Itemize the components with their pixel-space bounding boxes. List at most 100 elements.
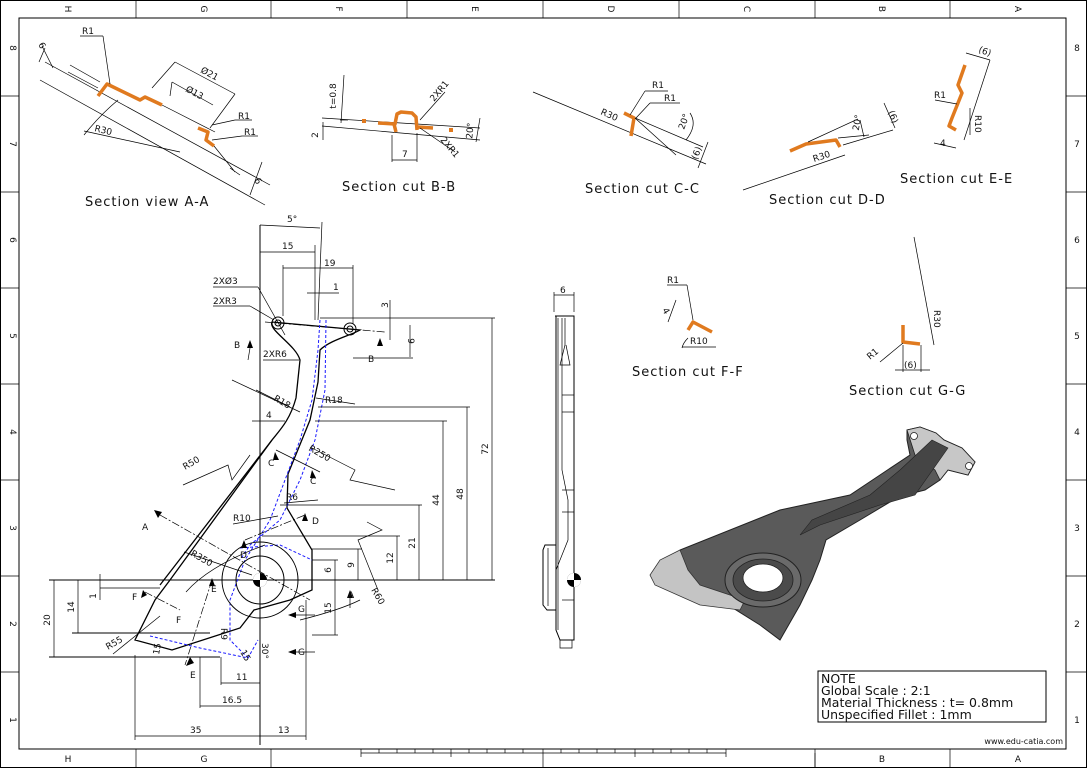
section-view-a-a: R1 6 Ø21 Ø13 R1 R1 R30 6 Section view A-… bbox=[35, 27, 271, 210]
dim-label: (6) bbox=[904, 361, 917, 371]
zone-label-top: D bbox=[605, 6, 615, 13]
scale-ruler bbox=[360, 749, 816, 768]
dim-label: 44 bbox=[432, 494, 442, 506]
dim-label: 2XR1 bbox=[429, 79, 452, 104]
callout-label: R9 bbox=[218, 628, 228, 640]
cut-label-a: A bbox=[142, 523, 149, 533]
dim-label: 9 bbox=[405, 338, 415, 344]
zone-number-right: 3 bbox=[1074, 524, 1080, 534]
dim-label: 6 bbox=[35, 41, 47, 51]
section-cut-g-g: R30 R1 (6) Section cut G-G bbox=[849, 236, 966, 399]
dim-label: R10 bbox=[972, 115, 982, 133]
section-label: Section cut B-B bbox=[342, 180, 456, 195]
section-cut-b-b: t=0.8 2XR1 2 20° 2XR1 7 Section cut B-B bbox=[311, 74, 481, 195]
dim-label: R30 bbox=[93, 124, 113, 138]
dim-label: 35 bbox=[190, 726, 201, 736]
dim-label: 30° bbox=[259, 643, 269, 659]
dim-label: 20 bbox=[43, 614, 53, 626]
dim-label: R1 bbox=[244, 128, 256, 138]
section-label: Section cut E-E bbox=[900, 172, 1013, 187]
dim-label: R1 bbox=[667, 276, 679, 286]
zone-number-left: 3 bbox=[7, 525, 17, 531]
dim-label: 21 bbox=[408, 537, 418, 548]
dim-label: 72 bbox=[481, 443, 491, 454]
dim-label: 2XR1 bbox=[438, 136, 461, 161]
dim-label: R1 bbox=[664, 94, 676, 104]
callout-label: R10 bbox=[233, 514, 251, 524]
dim-label: 7 bbox=[402, 150, 408, 160]
dim-label: 5° bbox=[287, 215, 297, 225]
dim-label: 1 bbox=[89, 593, 99, 599]
section-label: Section view A-A bbox=[85, 195, 209, 210]
dim-label: 4 bbox=[659, 307, 671, 317]
callout-label: R50 bbox=[182, 455, 203, 473]
zone-number-right: 1 bbox=[1074, 716, 1080, 726]
callout-label: 2XR3 bbox=[213, 297, 237, 307]
zone-label-top: H bbox=[62, 6, 72, 13]
callout-label: R350 bbox=[189, 549, 215, 570]
cut-label-b: B bbox=[368, 355, 374, 365]
callout-label: R18 bbox=[325, 396, 343, 406]
zone-number-right: 2 bbox=[1074, 620, 1080, 630]
section-cut-e-e: (6) R1 R10 4 Section cut E-E bbox=[900, 45, 1013, 187]
cut-label-d: D bbox=[312, 517, 319, 527]
dim-label: 16.5 bbox=[222, 696, 242, 706]
dim-label: R30 bbox=[931, 310, 941, 328]
cut-label-c: C bbox=[268, 459, 274, 469]
note-title: NOTE bbox=[821, 671, 856, 686]
dim-label: 4 bbox=[266, 411, 272, 421]
cut-label-f: F bbox=[132, 593, 137, 603]
section-cut-f-f: R1 4 R10 Section cut F-F bbox=[632, 276, 744, 380]
callout-label: R6 bbox=[286, 493, 298, 503]
zone-label-top: G bbox=[198, 6, 208, 13]
note-line: Unspecified Fillet : 1mm bbox=[821, 707, 972, 722]
zone-label-bottom: H bbox=[65, 755, 72, 765]
section-cut-d-d: (6) 20° R30 Section cut D-D bbox=[742, 102, 899, 208]
dim-label: R1 bbox=[866, 347, 882, 362]
note-line: Material Thickness : t= 0.8mm bbox=[821, 695, 1013, 710]
dim-label: 13 bbox=[278, 726, 289, 736]
note-box: NOTE Global Scale : 2:1 Material Thickne… bbox=[817, 670, 1047, 723]
dim-label: t=0.8 bbox=[329, 83, 339, 109]
dim-label: R1 bbox=[238, 112, 250, 122]
zone-number-right: 6 bbox=[1074, 236, 1080, 246]
dim-label: 9 bbox=[347, 562, 357, 568]
zone-number-left: 4 bbox=[7, 429, 17, 435]
cut-label-f: F bbox=[176, 616, 181, 626]
callout-label: R60 bbox=[368, 587, 386, 608]
main-front-view: 5° 15 19 1 3 9 2XØ3 2XR3 2XR6 R18 R18 4 … bbox=[43, 215, 495, 745]
dim-label: 20° bbox=[852, 114, 865, 131]
callout-label: 2XR6 bbox=[263, 350, 287, 360]
callout-label: 2XØ3 bbox=[213, 276, 238, 287]
callout-label: R250 bbox=[307, 444, 333, 465]
zone-number-right: 7 bbox=[1074, 140, 1080, 150]
zone-number-left: 6 bbox=[7, 237, 17, 243]
cut-label-e: E bbox=[190, 671, 196, 681]
section-label: Section cut G-G bbox=[849, 384, 966, 399]
dim-label: 15 bbox=[152, 643, 164, 656]
dim-label: 1 bbox=[333, 283, 339, 293]
side-view: 6 bbox=[542, 286, 581, 649]
dim-label: 3 bbox=[381, 302, 391, 308]
dim-label: R1 bbox=[82, 27, 94, 37]
dim-label: 6 bbox=[560, 286, 566, 296]
dim-label: 20° bbox=[677, 113, 692, 131]
dim-label: 4 bbox=[940, 139, 946, 149]
zone-number-left: 8 bbox=[7, 45, 17, 51]
dim-label: 12 bbox=[386, 552, 396, 563]
dim-label: 6 bbox=[324, 567, 334, 573]
dim-label: 20° bbox=[465, 122, 476, 139]
zone-label-bottom: G bbox=[201, 755, 208, 765]
website-label: www.edu-catia.com bbox=[984, 737, 1063, 746]
zone-number-right: 8 bbox=[1074, 44, 1080, 54]
dim-label: 14 bbox=[67, 601, 77, 613]
dim-label: R1 bbox=[934, 91, 946, 101]
zone-number-right: 4 bbox=[1074, 428, 1080, 438]
section-label: Section cut F-F bbox=[632, 365, 744, 380]
cut-label-c: C bbox=[310, 477, 316, 487]
zone-number-left: 7 bbox=[7, 141, 17, 147]
zone-label-top: E bbox=[469, 6, 479, 12]
callout-label: R18 bbox=[272, 394, 293, 412]
